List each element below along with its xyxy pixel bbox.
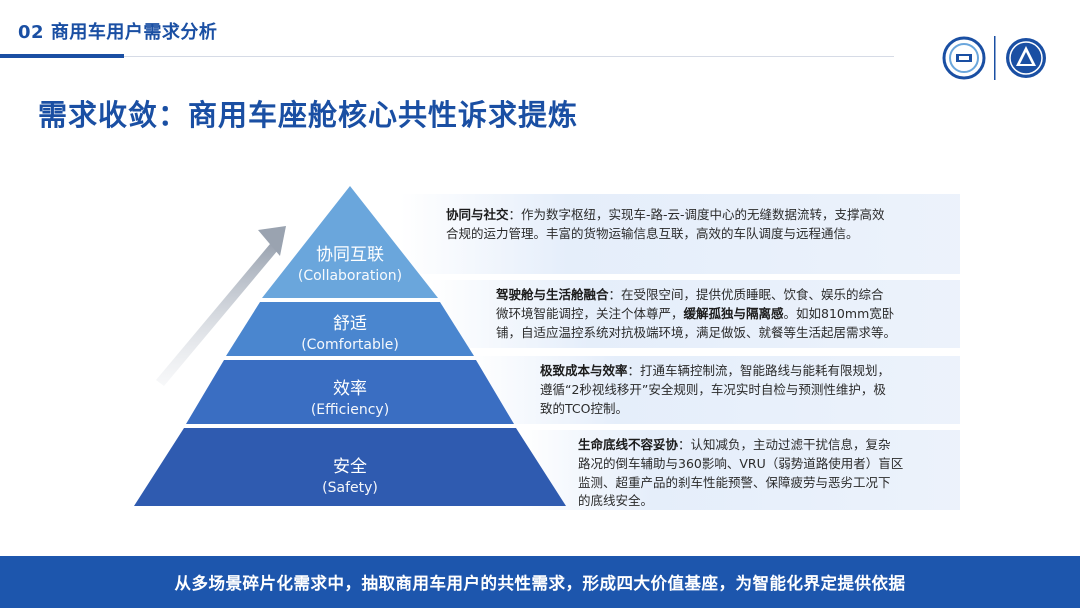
desc-text: ：认知减负，主动过滤干扰信息，复杂 bbox=[678, 437, 891, 452]
section-title: 02 商用车用户需求分析 bbox=[18, 22, 218, 43]
pyramid-tier-comfortable bbox=[226, 302, 474, 356]
desc-collaboration: 协同与社交：作为数字枢纽，实现车-路-云-调度中心的无缝数据流转，支撑高效 合规… bbox=[446, 206, 946, 244]
desc-text: 的底线安全。 bbox=[578, 493, 654, 509]
tier-label-collaboration: 协同互联 (Collaboration) bbox=[250, 244, 450, 286]
tier-en: (Safety) bbox=[322, 479, 378, 496]
tier-cn: 安全 bbox=[333, 457, 367, 477]
tier-en: (Collaboration) bbox=[297, 267, 403, 284]
desc-text: 。如如810mm宽卧 bbox=[783, 305, 895, 321]
footer-bar bbox=[0, 556, 1080, 608]
desc-text: 遵循“2秒视线移开”安全规则，车况实时自检与预测性维护，极 bbox=[540, 381, 886, 397]
upward-arrow-icon bbox=[156, 226, 286, 386]
pyramid-tier-efficiency bbox=[186, 360, 514, 424]
desc-band-3 bbox=[470, 356, 960, 424]
tier-label-safety: 安全 (Safety) bbox=[250, 456, 450, 498]
tier-en: (Efficiency) bbox=[310, 401, 390, 418]
desc-emphasis: 缓解孤独与隔离感 bbox=[683, 305, 784, 321]
logo-group bbox=[938, 32, 1058, 88]
header-divider bbox=[124, 56, 894, 57]
desc-title: 协同与社交 bbox=[446, 207, 509, 222]
tier-cn: 协同互联 bbox=[316, 245, 384, 265]
page-title: 需求收敛：商用车座舱核心共性诉求提炼 bbox=[38, 98, 579, 132]
cic-logo-icon bbox=[942, 36, 986, 80]
desc-efficiency: 极致成本与效率：打通车辆控制流，智能路线与能耗有限规划， 遵循“2秒视线移开”安… bbox=[540, 362, 960, 418]
desc-band-1 bbox=[400, 194, 960, 274]
header-accent-rule bbox=[0, 54, 124, 58]
tier-cn: 舒适 bbox=[333, 314, 367, 334]
desc-text: 铺，自适应温控系统对抗极端环境，满足做饭、就餐等生活起居需求等。 bbox=[496, 324, 897, 340]
desc-title: 生命底线不容妥协 bbox=[578, 437, 679, 452]
desc-text: ：打通车辆控制流，智能路线与能耗有限规划， bbox=[627, 363, 891, 378]
desc-band-2 bbox=[430, 280, 960, 348]
desc-safety: 生命底线不容妥协：认知减负，主动过滤干扰信息，复杂 路况的倒车辅助与360影响、… bbox=[578, 436, 958, 511]
desc-title: 驾驶舱与生活舱融合 bbox=[496, 287, 609, 302]
desc-text: 监测、超重产品的刹车性能预警、保障疲劳与恶劣工况下 bbox=[578, 474, 891, 490]
pyramid-tier-safety bbox=[134, 428, 566, 506]
pyramid-tier-collaboration bbox=[262, 186, 438, 298]
association-emblem-icon bbox=[1006, 38, 1046, 78]
desc-text: ：在受限空间，提供优质睡眠、饮食、娱乐的综合 bbox=[608, 287, 884, 302]
desc-text: 合规的运力管理。丰富的货物运输信息互联，高效的车队调度与远程通信。 bbox=[446, 225, 859, 241]
tier-cn: 效率 bbox=[333, 379, 367, 399]
desc-band-4 bbox=[520, 430, 960, 510]
pyramid-diagram bbox=[134, 186, 566, 506]
tier-label-efficiency: 效率 (Efficiency) bbox=[250, 378, 450, 420]
desc-text: 致的TCO控制。 bbox=[540, 400, 628, 416]
desc-text: ：作为数字枢纽，实现车-路-云-调度中心的无缝数据流转，支撑高效 bbox=[508, 207, 885, 222]
desc-title: 极致成本与效率 bbox=[540, 363, 628, 378]
tier-label-comfortable: 舒适 (Comfortable) bbox=[250, 313, 450, 355]
desc-text: 微环境智能调控，关注个体尊严， bbox=[496, 305, 684, 321]
tier-en: (Comfortable) bbox=[301, 336, 399, 353]
desc-comfortable: 驾驶舱与生活舱融合：在受限空间，提供优质睡眠、饮食、娱乐的综合 微环境智能调控，… bbox=[496, 286, 956, 342]
footer-text: 从多场景碎片化需求中，抽取商用车用户的共性需求，形成四大价值基座，为智能化界定提… bbox=[174, 574, 906, 593]
logo-divider bbox=[994, 36, 996, 80]
desc-text: 路况的倒车辅助与360影响、VRU（弱势道路使用者）盲区 bbox=[578, 455, 904, 471]
